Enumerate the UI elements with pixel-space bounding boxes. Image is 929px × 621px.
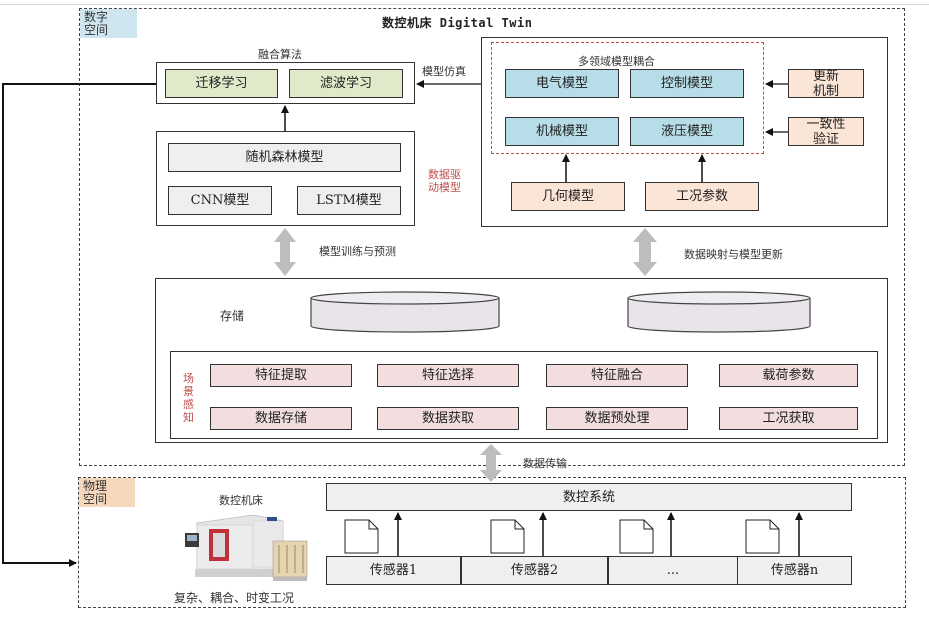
storage-label: 存储 xyxy=(220,309,245,323)
mechanical-model-box: 机械模型 xyxy=(505,117,619,146)
update-mechanism-box: 更新 机制 xyxy=(788,68,864,99)
sensor-2-box: 传感器2 xyxy=(461,556,608,585)
feature-selection-box: 特征选择 xyxy=(377,364,519,387)
top-border-line xyxy=(0,4,929,5)
machine-caption: 复杂、耦合、时变工况 xyxy=(174,591,295,605)
consistency-check-line-2: 验证 xyxy=(812,131,839,147)
scene-label-char-1: 场 xyxy=(183,372,194,385)
scene-label-char-2: 景 xyxy=(183,385,194,398)
cnc-machine-image xyxy=(183,511,309,583)
data-driven-label: 数据驱 动模型 xyxy=(428,168,461,194)
hydraulic-model-box: 液压模型 xyxy=(630,117,744,146)
data-acquisition-box: 数据获取 xyxy=(377,407,519,430)
condition-acquisition-box: 工况获取 xyxy=(719,407,858,430)
cnc-machine-illustration xyxy=(185,514,308,581)
data-doc-label-2: 数据 xyxy=(501,537,523,550)
feature-extraction-box: 特征提取 xyxy=(210,364,352,387)
mapping-update-label: 数据映射与模型更新 xyxy=(684,248,783,261)
feature-data-cylinder-label: 感知特征数据 xyxy=(668,309,747,324)
operating-parameters-box: 工况参数 xyxy=(645,182,759,211)
sensor-n-box: 传感器n xyxy=(737,556,852,585)
sensor-ellipsis-box: ... xyxy=(608,556,738,585)
data-driven-label-line-1: 数据驱 xyxy=(428,168,461,181)
data-transfer-label: 数据传输 xyxy=(523,457,567,470)
update-mechanism-line-1: 更新 xyxy=(812,68,839,84)
lstm-model-box: LSTM模型 xyxy=(297,186,401,215)
sensor-1-box: 传感器1 xyxy=(326,556,461,585)
fusion-label: 融合算法 xyxy=(258,48,302,61)
physical-space-tag-line-2: 空间 xyxy=(83,492,108,506)
diagram-title: 数控机床 Digital Twin xyxy=(382,16,533,30)
multi-domain-label: 多领域模型耦合 xyxy=(578,55,655,68)
digital-space-tag-line-2: 空间 xyxy=(84,23,109,37)
load-parameters-box: 载荷参数 xyxy=(719,364,858,387)
data-doc-label-3: 数据 xyxy=(630,537,652,550)
training-prediction-label: 模型训练与预测 xyxy=(319,245,396,258)
scene-perception-label: 场 景 感 知 xyxy=(183,372,194,424)
transfer-learning-box: 迁移学习 xyxy=(165,69,278,98)
model-simulation-label: 模型仿真 xyxy=(422,65,466,78)
electrical-model-box: 电气模型 xyxy=(505,69,619,98)
history-data-cylinder-label: 感知历史数据 xyxy=(352,309,431,324)
scene-label-char-4: 知 xyxy=(183,411,194,424)
digital-space-tag-line-1: 数字 xyxy=(84,10,109,24)
filter-learning-box: 滤波学习 xyxy=(289,69,403,98)
consistency-check-box: 一致性 验证 xyxy=(788,116,864,147)
physical-space-tag: 物理 空间 xyxy=(79,478,135,507)
feature-fusion-box: 特征融合 xyxy=(546,364,688,387)
cnn-model-box: CNN模型 xyxy=(168,186,272,215)
data-storage-box: 数据存储 xyxy=(210,407,352,430)
control-model-box: 控制模型 xyxy=(630,69,744,98)
scene-label-char-3: 感 xyxy=(183,398,194,411)
data-driven-label-line-2: 动模型 xyxy=(428,181,461,194)
random-forest-box: 随机森林模型 xyxy=(168,143,401,172)
data-doc-label-1: 数据 xyxy=(353,537,375,550)
data-doc-label-4: 数据 xyxy=(756,537,778,550)
update-mechanism-line-2: 机制 xyxy=(812,83,839,99)
cnc-machine-label: 数控机床 xyxy=(219,494,263,507)
digital-space-tag: 数字 空间 xyxy=(80,9,137,38)
cnc-system-box: 数控系统 xyxy=(326,483,852,511)
geometric-model-box: 几何模型 xyxy=(511,182,625,211)
multi-domain-coupling-boundary xyxy=(491,42,764,154)
data-preprocessing-box: 数据预处理 xyxy=(546,407,688,430)
consistency-check-line-1: 一致性 xyxy=(806,116,846,132)
